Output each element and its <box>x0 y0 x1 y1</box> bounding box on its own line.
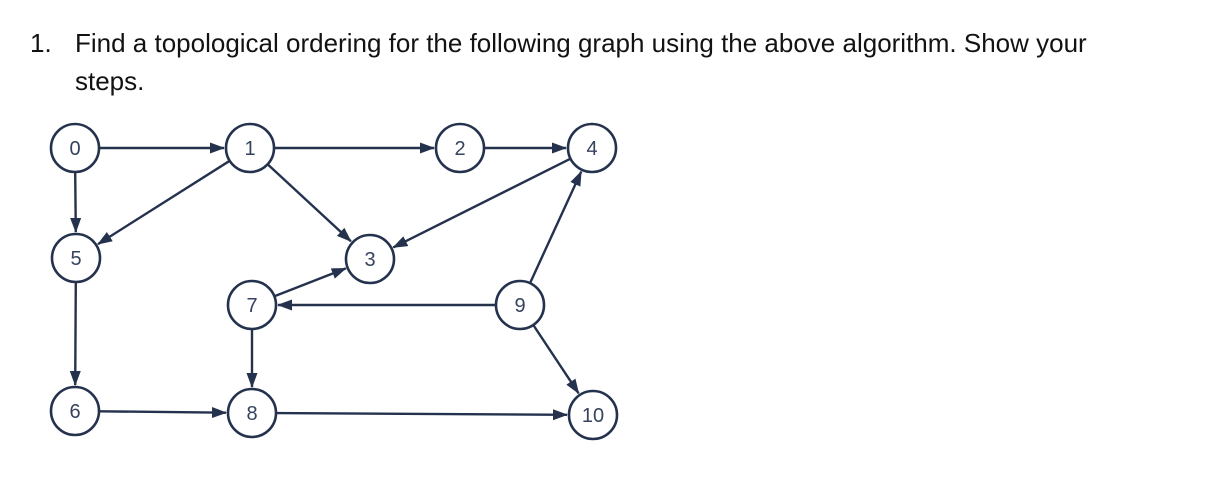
node-circle <box>50 232 102 284</box>
node-label: 3 <box>364 249 375 271</box>
node-label: 10 <box>582 405 604 427</box>
graph-node-3: 3 <box>344 233 396 285</box>
node-circle <box>49 122 101 174</box>
node-circle <box>566 122 618 174</box>
node-label: 4 <box>586 138 597 160</box>
problem-text: Find a topological ordering for the foll… <box>75 28 1087 96</box>
problem-number: 1. <box>30 28 52 58</box>
node-circle <box>434 122 486 174</box>
node-circle <box>226 279 278 331</box>
node-circle <box>224 122 276 174</box>
node-label: 2 <box>454 138 465 160</box>
node-label: 7 <box>246 295 257 317</box>
graph-edge-1-5 <box>97 159 231 246</box>
graph-edge-9-4 <box>528 170 583 284</box>
graph-edge-6-8 <box>98 407 227 419</box>
node-circle <box>494 279 546 331</box>
graph-edge-9-10 <box>532 324 580 395</box>
node-label: 8 <box>246 403 257 425</box>
graph-node-8: 8 <box>226 387 278 439</box>
graph-node-7: 7 <box>226 279 278 331</box>
graph-node-0: 0 <box>49 122 101 174</box>
node-label: 1 <box>244 138 255 160</box>
graph-node-9: 9 <box>494 279 546 331</box>
graph-node-1: 1 <box>224 122 276 174</box>
node-label: 9 <box>514 295 525 317</box>
graph-edge-1-3 <box>266 163 352 243</box>
node-circle <box>226 387 278 439</box>
graph-node-2: 2 <box>434 122 486 174</box>
node-circle <box>344 233 396 285</box>
node-circle <box>567 389 619 441</box>
node-label: 5 <box>70 248 81 270</box>
graph-node-5: 5 <box>50 232 102 284</box>
graph-edge-5-6 <box>69 281 81 386</box>
graph-edge-0-5 <box>70 171 82 233</box>
node-label: 6 <box>69 401 80 423</box>
graph-edge-8-10 <box>275 409 568 421</box>
graph-edge-4-3 <box>392 157 572 249</box>
graph-node-10: 10 <box>567 389 619 441</box>
node-circle <box>49 385 101 437</box>
node-label: 0 <box>69 138 80 160</box>
graph-node-6: 6 <box>49 385 101 437</box>
graph-node-4: 4 <box>566 122 618 174</box>
graph-edge-7-3 <box>273 267 347 298</box>
